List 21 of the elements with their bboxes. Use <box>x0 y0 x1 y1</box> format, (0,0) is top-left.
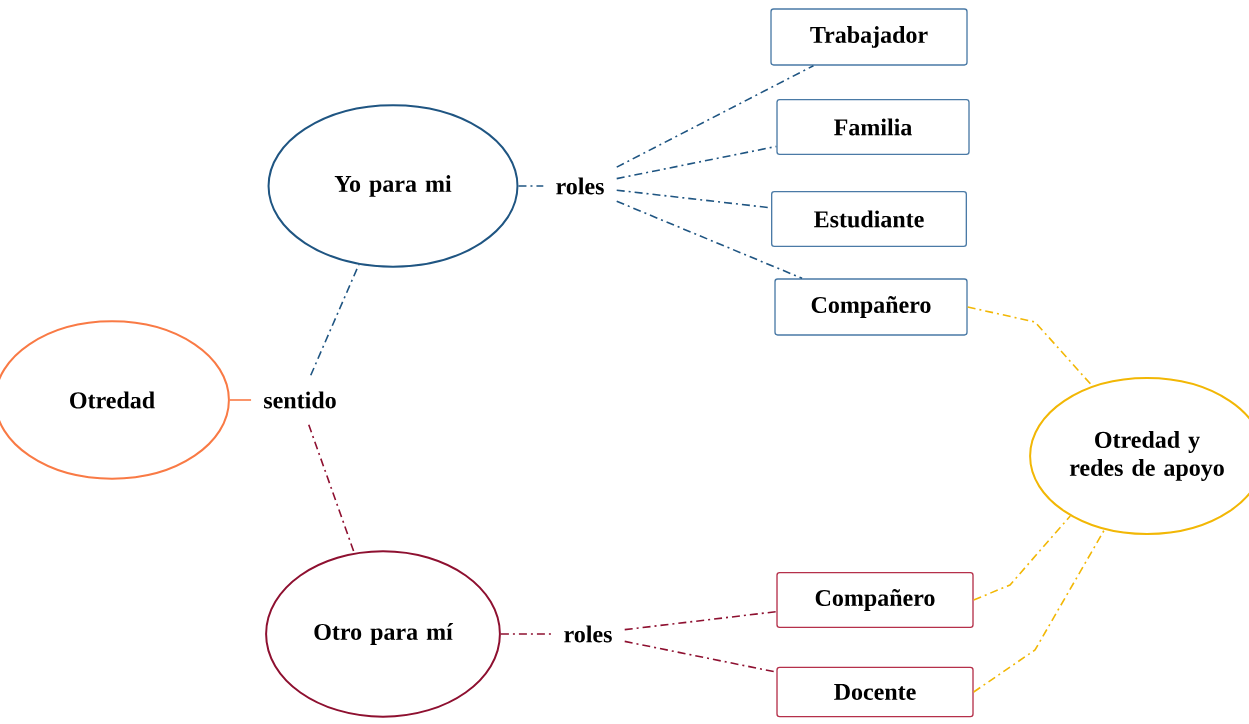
concept-box: Docente <box>776 666 974 718</box>
concept-box: Compañero <box>774 278 968 336</box>
connector-line <box>615 200 803 280</box>
connector-line <box>500 633 553 635</box>
connector-line <box>309 263 360 377</box>
connector-line <box>307 423 356 554</box>
connector-line <box>517 185 545 187</box>
connector-line <box>615 145 778 180</box>
connector-word: roles <box>564 625 612 643</box>
concept-box: Familia <box>776 99 970 155</box>
connector-word: sentido <box>264 391 336 409</box>
connector-line <box>615 64 815 168</box>
concept-box: Estudiante <box>771 191 967 247</box>
connector-line <box>972 515 1072 601</box>
connector-line <box>229 399 252 401</box>
concept-box: Trabajador <box>770 8 968 66</box>
concept-box: Compañero <box>776 572 974 628</box>
connector-word: roles <box>556 177 604 195</box>
connector-line <box>623 610 778 631</box>
connector-line <box>972 528 1106 693</box>
connector-line <box>966 306 1094 387</box>
